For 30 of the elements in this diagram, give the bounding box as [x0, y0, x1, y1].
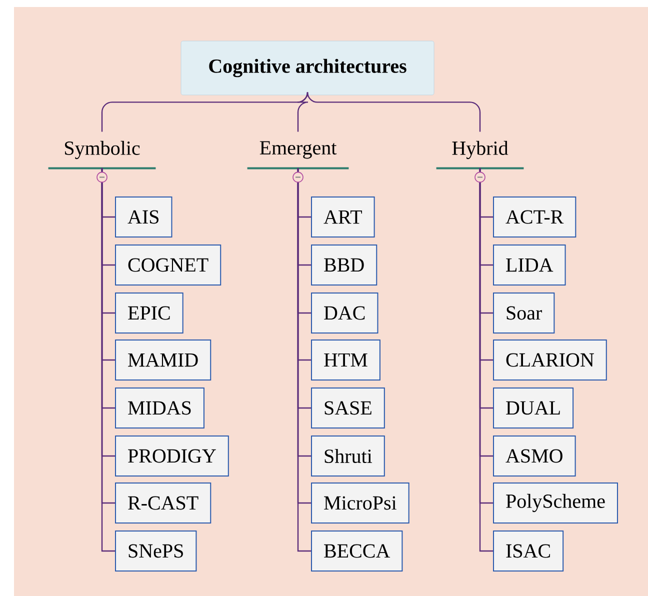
- item-box: BECCA: [311, 530, 403, 572]
- item-box: PolyScheme: [493, 482, 618, 524]
- item-box: Shruti: [311, 436, 385, 476]
- item-box: ACT-R: [493, 196, 576, 238]
- item-box: SNePS: [115, 530, 197, 572]
- item-box: Soar: [493, 292, 555, 334]
- item-box: MicroPsi: [311, 482, 410, 524]
- item-box: COGNET: [115, 244, 222, 286]
- connector-line: [296, 92, 309, 132]
- item-box: ART: [311, 196, 375, 238]
- item-box: PRODIGY: [115, 436, 229, 476]
- item-box: DUAL: [493, 388, 574, 428]
- item-box: ISAC: [493, 530, 564, 572]
- title-box: Cognitive architectures: [180, 40, 434, 96]
- item-box: DAC: [311, 292, 378, 334]
- connector-line: [306, 92, 481, 132]
- item-box: CLARION: [493, 340, 607, 380]
- item-box: HTM: [311, 340, 380, 380]
- item-box: ASMO: [493, 436, 576, 476]
- item-box: AIS: [115, 196, 172, 238]
- item-box: MIDAS: [115, 388, 204, 428]
- item-box: MAMID: [115, 340, 212, 380]
- item-box: SASE: [311, 388, 385, 428]
- category-label: Emergent: [247, 141, 349, 170]
- item-box: R-CAST: [115, 482, 212, 524]
- item-box: BBD: [311, 244, 378, 286]
- item-box: EPIC: [115, 292, 184, 334]
- category-label: Symbolic: [48, 140, 156, 170]
- category-label: Hybrid: [436, 140, 524, 170]
- item-box: LIDA: [493, 244, 566, 286]
